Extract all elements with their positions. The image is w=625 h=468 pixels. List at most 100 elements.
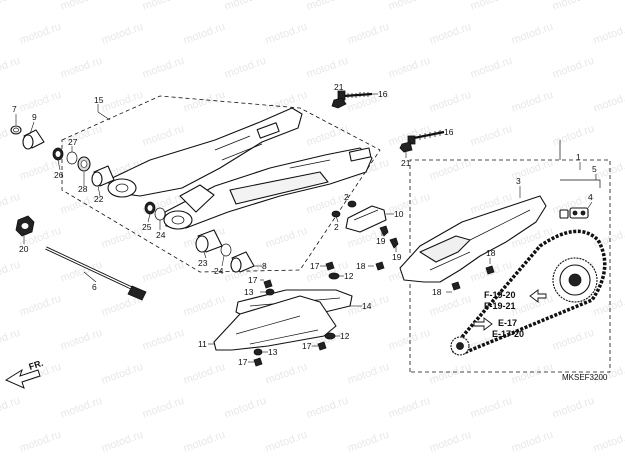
watermark-text: motod.ru	[141, 123, 186, 149]
watermark-text: motod.ru	[100, 89, 145, 115]
callout-2-upper: 2	[344, 192, 349, 202]
front-direction-arrow: FR.	[4, 358, 44, 389]
callout-3: 3	[516, 176, 521, 186]
chain-kit-bracket	[559, 140, 601, 188]
watermark-text: motod.ru	[510, 429, 555, 455]
callout-2-lower: 2	[334, 222, 339, 232]
callout-21-top: 21	[334, 82, 344, 92]
callout-5: 5	[592, 164, 597, 174]
watermark-text: motod.ru	[0, 327, 22, 353]
watermark-text: motod.ru	[305, 55, 350, 81]
watermark-text: motod.ru	[428, 157, 473, 183]
watermark-text: motod.ru	[510, 21, 555, 47]
nut-21-top	[331, 97, 347, 109]
callout-21-mid: 21	[401, 158, 411, 168]
watermark-text: motod.ru	[18, 429, 63, 455]
watermark-text: motod.ru	[346, 429, 391, 455]
watermark-text: motod.ru	[428, 361, 473, 387]
callout-16-mid: 16	[444, 127, 454, 137]
watermark-text: motod.ru	[387, 0, 432, 13]
callout-22: 22	[94, 194, 104, 204]
watermark-text: motod.ru	[0, 0, 22, 13]
chain-case	[399, 195, 547, 283]
callout-15: 15	[94, 95, 104, 105]
watermark-text: motod.ru	[0, 259, 22, 285]
screw-17-a	[263, 279, 273, 289]
watermark-text: motod.ru	[551, 395, 596, 421]
callout-19-a: 19	[376, 236, 386, 246]
screw-17-b	[325, 261, 335, 271]
screw-17-c	[317, 341, 327, 351]
callout-17-c: 17	[302, 341, 312, 351]
bolt-16-mid	[407, 130, 445, 145]
callout-17-d: 17	[238, 357, 248, 367]
callout-24-upper: 24	[156, 230, 166, 240]
watermark-text: motod.ru	[0, 191, 22, 217]
watermark-text: motod.ru	[59, 55, 104, 81]
chain-joint-4	[569, 207, 589, 219]
watermark-text: motod.ru	[59, 0, 104, 13]
watermark-text: motod.ru	[469, 123, 514, 149]
callout-19-b: 19	[392, 252, 402, 262]
watermark-text: motod.ru	[305, 123, 350, 149]
callout-18-a: 18	[356, 261, 366, 271]
watermark-text: motod.ru	[387, 395, 432, 421]
nut-21-mid	[399, 141, 413, 153]
watermark-text: motod.ru	[182, 361, 227, 387]
reference-e-17-20: E-17-20	[492, 329, 524, 339]
watermark-text: motod.ru	[18, 89, 63, 115]
watermark-text: motod.ru	[141, 395, 186, 421]
watermark-text: motod.ru	[305, 395, 350, 421]
watermark-text: motod.ru	[141, 259, 186, 285]
watermark-text: motod.ru	[264, 21, 309, 47]
reference-e-17: E-17	[498, 318, 517, 328]
watermark-text: motod.ru	[264, 429, 309, 455]
reference-e-17-group: E-17 E-17-20	[473, 317, 524, 339]
watermark-text: motod.ru	[346, 361, 391, 387]
watermark-text: motod.ru	[469, 0, 514, 13]
callout-17-b: 17	[310, 261, 320, 271]
watermark-text: motod.ru	[223, 0, 268, 13]
watermark-text: motod.ru	[182, 89, 227, 115]
callout-25: 25	[142, 222, 152, 232]
watermark-text: motod.ru	[592, 293, 625, 319]
watermark-text: motod.ru	[592, 157, 625, 183]
callout-14: 14	[362, 301, 372, 311]
watermark-text: motod.ru	[18, 21, 63, 47]
oil-seal-25	[144, 201, 156, 215]
screw-17-d	[253, 357, 263, 367]
watermark-text: motod.ru	[428, 89, 473, 115]
bolt-19-b	[389, 237, 399, 249]
watermark-text: motod.ru	[387, 55, 432, 81]
reference-f-19-20-group: F-19-20 F-19-21	[484, 289, 547, 311]
watermark-text: motod.ru	[0, 55, 22, 81]
watermark-text: motod.ru	[182, 21, 227, 47]
watermark-text: motod.ru	[182, 429, 227, 455]
callout-1: 1	[576, 152, 581, 162]
watermark-text: motod.ru	[100, 225, 145, 251]
watermark-text: motod.ru	[551, 55, 596, 81]
swingarm-assembly-box	[61, 95, 381, 273]
watermark-text: motod.ru	[469, 55, 514, 81]
dust-seal-7	[10, 125, 22, 135]
pivot-collar-9	[22, 129, 45, 150]
collar-2-lower	[331, 210, 341, 218]
chain-joint-5	[559, 209, 569, 219]
bolt-18-a	[375, 261, 385, 271]
watermark-text: motod.ru	[100, 429, 145, 455]
watermark-text: motod.ru	[223, 395, 268, 421]
bolt-19-a	[379, 225, 389, 237]
watermark-text: motod.ru	[346, 21, 391, 47]
watermark-text: motod.ru	[59, 395, 104, 421]
watermark-text: motod.ru	[510, 89, 555, 115]
driven-sprocket	[552, 257, 598, 303]
callout-7: 7	[12, 104, 17, 114]
callout-26: 26	[54, 170, 64, 180]
watermark-text: motod.ru	[551, 327, 596, 353]
watermark-text: motod.ru	[141, 55, 186, 81]
watermark-text: motod.ru	[469, 395, 514, 421]
callout-23: 23	[198, 258, 208, 268]
bearing-24-lower	[220, 243, 232, 257]
pivot-nut-20	[15, 215, 35, 237]
